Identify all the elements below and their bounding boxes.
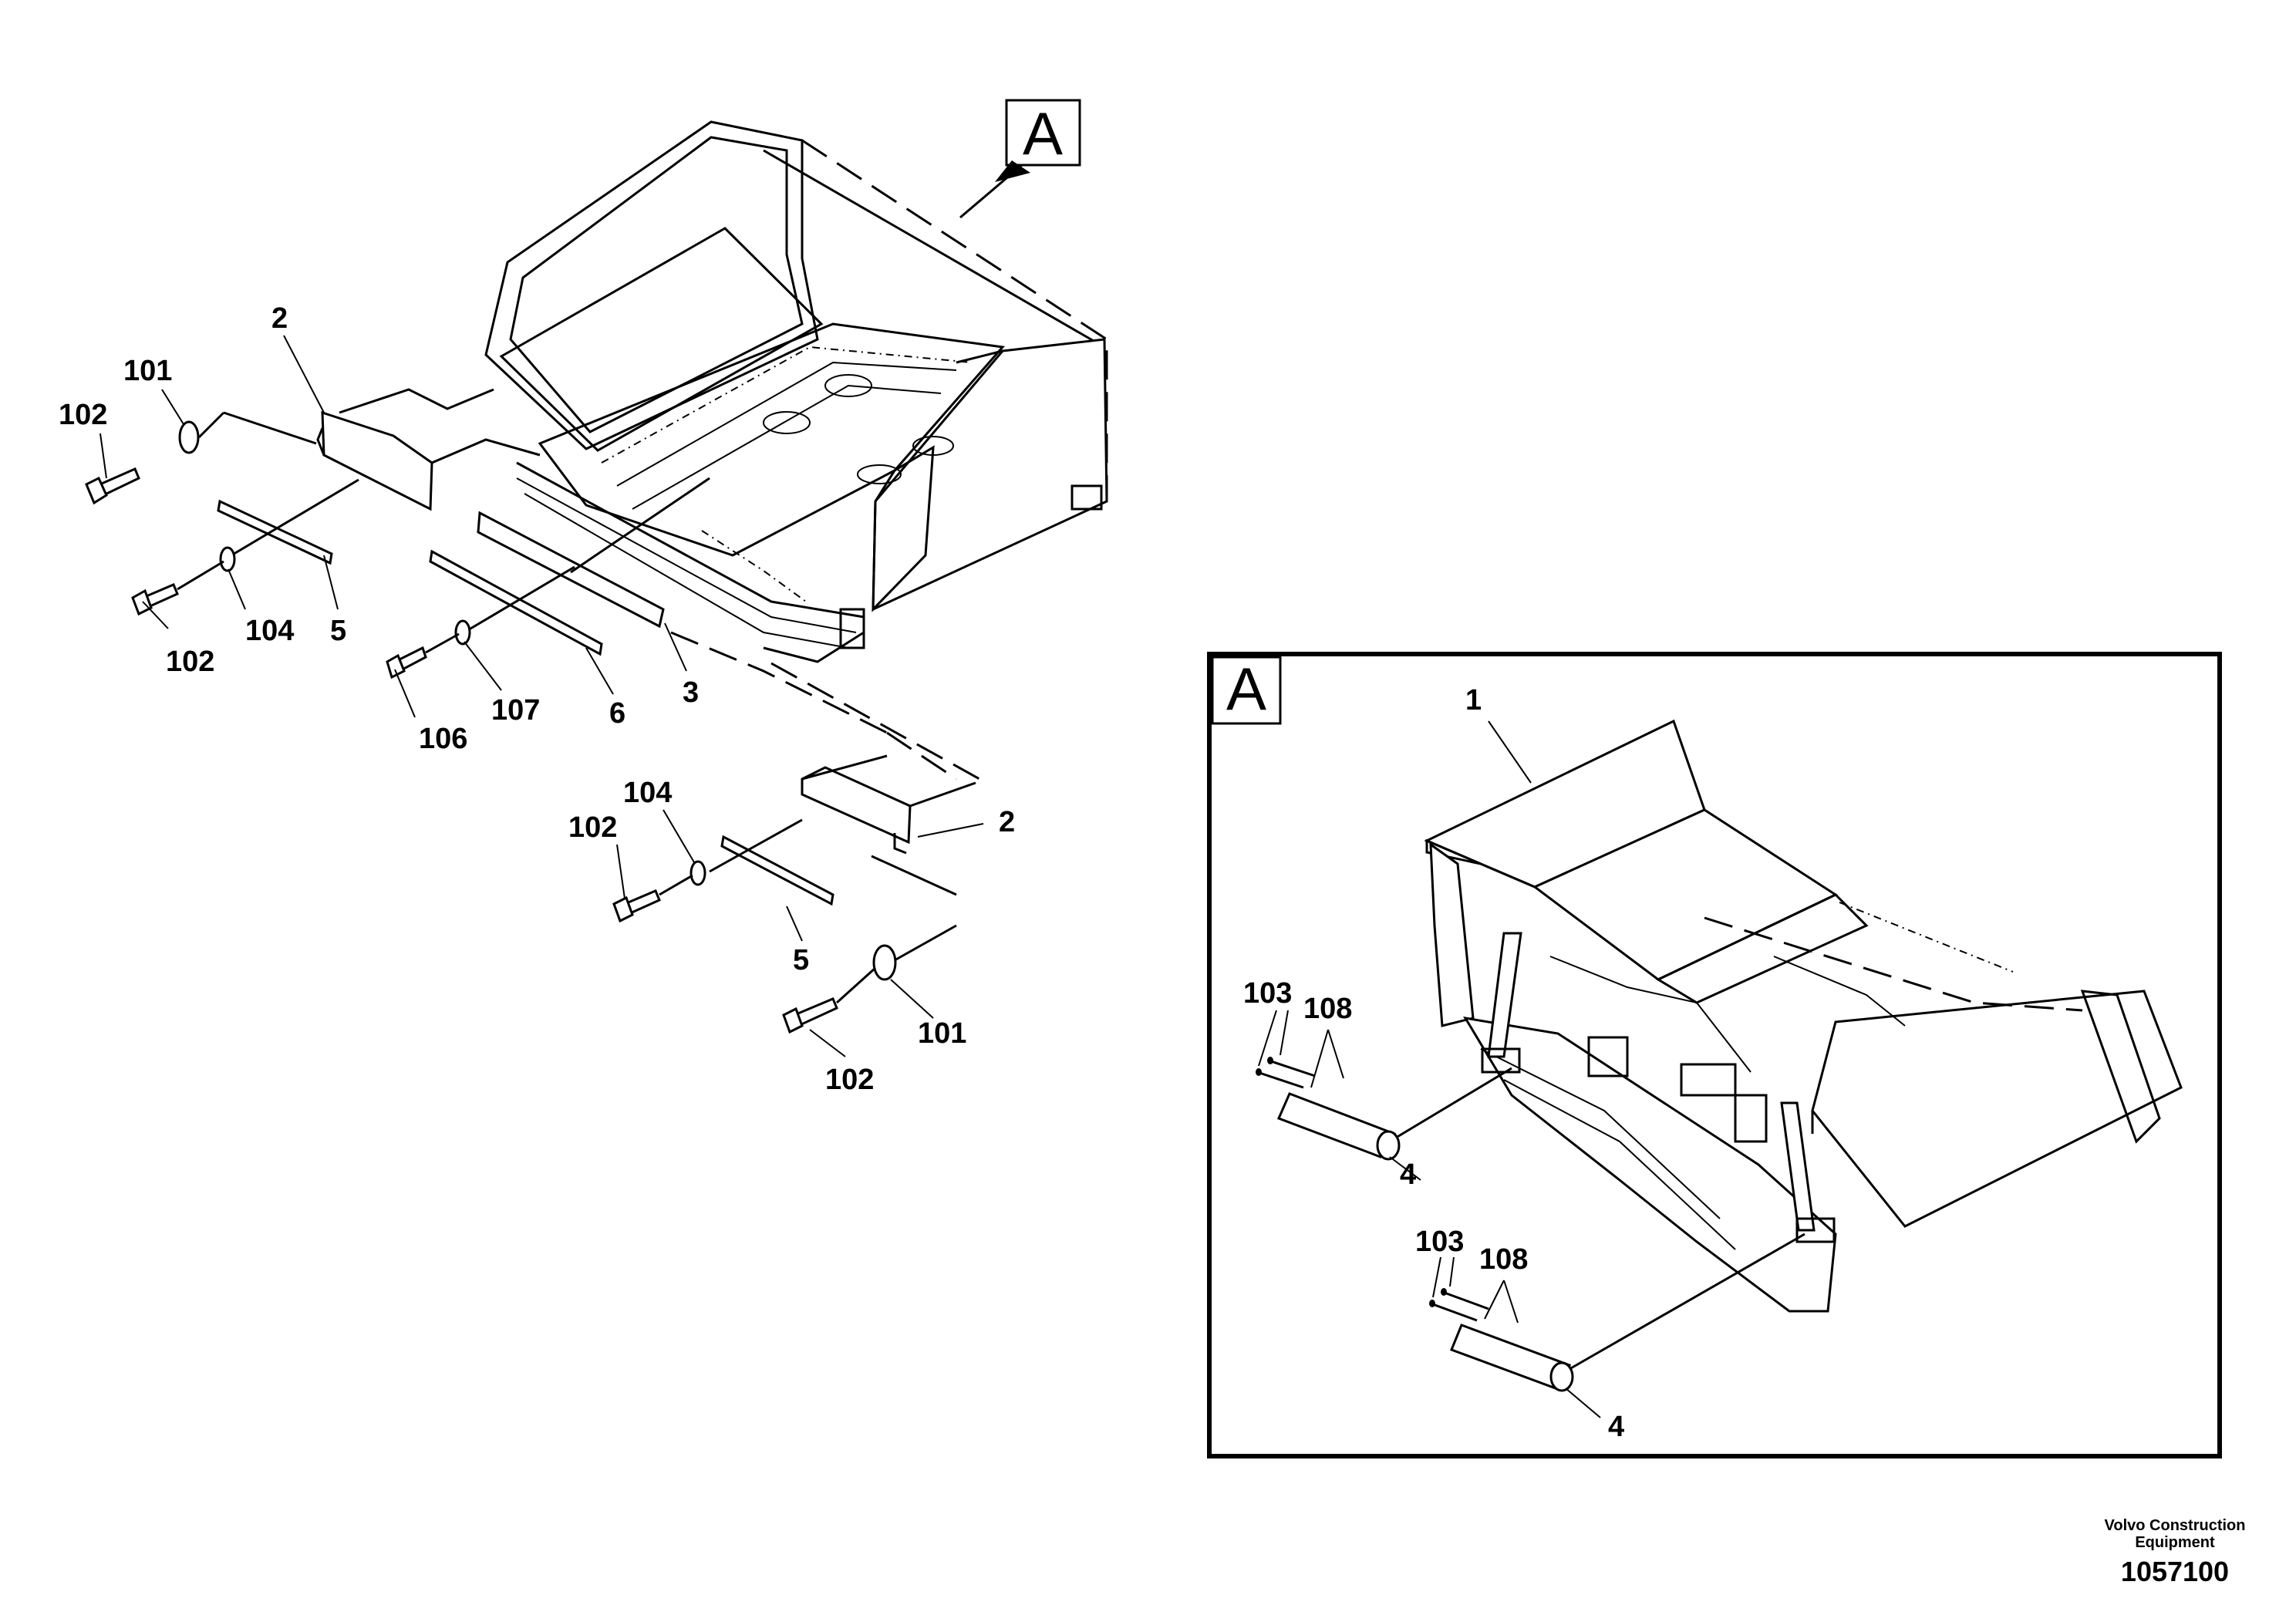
detail-callout-103-upper: 103 <box>1243 977 1292 1010</box>
part-5-lower <box>709 818 834 906</box>
detail-housing <box>1424 719 2183 1313</box>
part-6-strip <box>429 549 603 656</box>
detail-marker-letter: A <box>1226 655 1266 723</box>
main-leader-lines <box>99 335 984 1057</box>
company-name-line1: Volvo Construction <box>2105 1517 2246 1534</box>
detail-callout-1: 1 <box>1465 684 1482 717</box>
view-marker-a: A <box>959 99 1081 219</box>
part-5-upper <box>217 478 359 565</box>
callout-104-lower: 104 <box>623 777 672 809</box>
fasteners-104-102-lower <box>612 860 706 923</box>
fasteners-104-102-upper <box>131 546 236 616</box>
detail-callout-103-lower: 103 <box>1415 1226 1464 1258</box>
main-assembly: A <box>59 99 1108 1096</box>
detail-marker-box <box>1211 656 1282 725</box>
callout-5-upper: 5 <box>330 615 346 647</box>
main-callout-labels: 2 101 102 102 104 5 106 107 6 3 104 102 … <box>59 302 1015 1096</box>
callout-102-upper: 102 <box>59 399 107 431</box>
callout-2-lower: 2 <box>999 806 1015 838</box>
detail-pin-upper <box>1256 1057 1512 1161</box>
callout-102-lower-left: 102 <box>568 811 617 844</box>
drawing-number: 1057100 <box>2121 1556 2229 1587</box>
callout-3: 3 <box>683 676 699 709</box>
detail-callout-108-upper: 108 <box>1303 993 1352 1025</box>
callout-2-upper: 2 <box>271 302 288 335</box>
detail-callout-108-lower: 108 <box>1479 1243 1528 1276</box>
view-marker-letter: A <box>1023 99 1063 167</box>
title-block: Volvo Construction Equipment 1057100 <box>2105 1517 2246 1587</box>
hopper-housing <box>484 120 1108 663</box>
callout-5-lower: 5 <box>793 944 809 976</box>
detail-pin-lower <box>1429 1233 1805 1392</box>
detail-view-a: A <box>1207 652 2222 1458</box>
company-name-line2: Equipment <box>2135 1534 2215 1551</box>
detail-callout-4-lower: 4 <box>1608 1411 1624 1443</box>
fasteners-106-107 <box>386 619 471 679</box>
callout-6: 6 <box>609 697 625 730</box>
detail-leader-lines <box>1258 720 1601 1418</box>
callout-101-upper: 101 <box>123 355 172 387</box>
fasteners-upper-left <box>85 411 225 505</box>
callout-102-mid: 102 <box>166 646 214 678</box>
callout-107: 107 <box>491 694 540 727</box>
callout-102-lower-right: 102 <box>825 1064 874 1096</box>
detail-callout-4-upper: 4 <box>1400 1158 1416 1191</box>
part-2-lower <box>801 754 976 896</box>
detail-callout-labels: 1 103 108 4 103 108 4 <box>1243 684 1624 1443</box>
fasteners-101-102-lower <box>782 924 957 1034</box>
callout-104-mid: 104 <box>245 615 294 647</box>
callout-101-lower: 101 <box>918 1017 966 1050</box>
callout-106: 106 <box>419 723 467 755</box>
part-2-upper <box>223 388 541 511</box>
